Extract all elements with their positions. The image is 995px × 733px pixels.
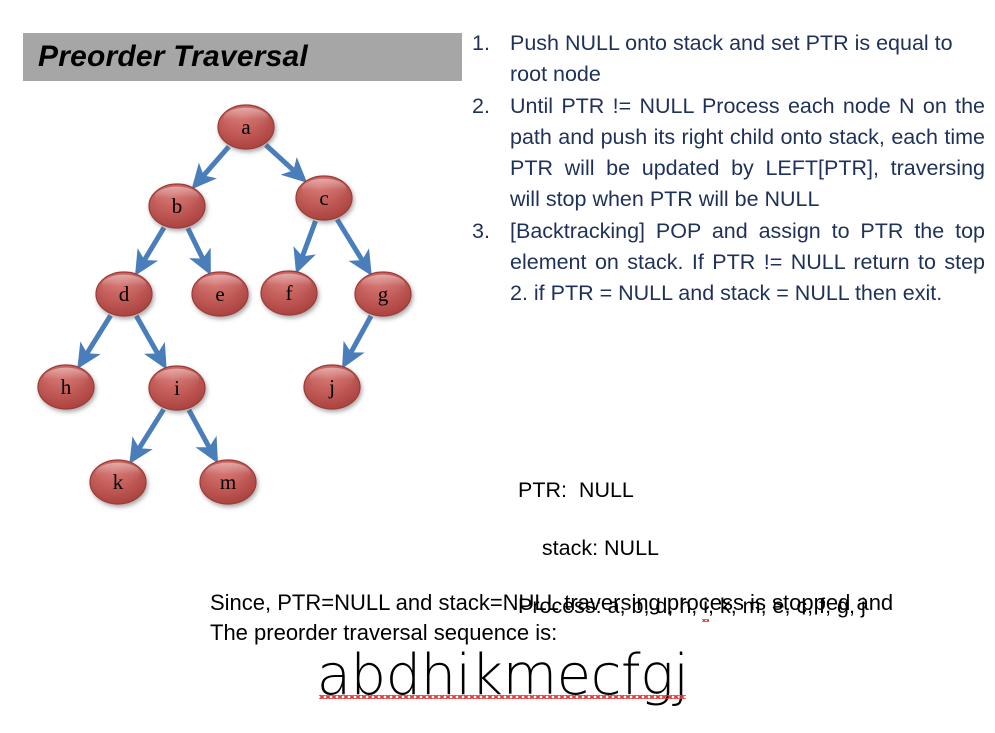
step-number: 2. — [472, 94, 490, 118]
conclusion-line-1: Since, PTR=NULL and stack=NULL traversin… — [210, 590, 894, 615]
node-highlight — [101, 274, 147, 296]
title-banner — [23, 33, 462, 81]
tree-edge-b-d — [134, 226, 167, 276]
tree-node-b[interactable]: b — [148, 183, 206, 229]
tree-node-f[interactable]: f — [260, 270, 318, 316]
tree-edge-d-h — [77, 314, 113, 369]
tree-node-a[interactable]: a — [217, 104, 275, 150]
node-highlight — [205, 462, 251, 484]
node-label: e — [215, 282, 224, 306]
node-label: i — [174, 376, 180, 400]
node-highlight — [309, 367, 355, 389]
tree-node-j[interactable]: j — [303, 364, 361, 410]
node-label: b — [172, 194, 183, 218]
algorithm-step-2: 2. Until PTR != NULL Process each node N… — [470, 91, 985, 215]
conclusion-line-2: The preorder traversal sequence is: — [210, 620, 558, 645]
tree-edge-c-g — [335, 218, 372, 276]
algorithm-step-3: 3. [Backtracking] POP and assign to PTR … — [470, 216, 985, 309]
tree-edge-b-e — [185, 227, 211, 276]
conclusion-text: Since, PTR=NULL and stack=NULL traversin… — [210, 588, 940, 648]
node-highlight — [95, 462, 141, 484]
tree-node-c[interactable]: c — [295, 175, 353, 221]
algorithm-step-1: 1. Push NULL onto stack and set PTR is e… — [470, 28, 985, 90]
step-text: [Backtracking] POP and assign to PTR the… — [510, 219, 985, 305]
stack-status-text: stack: NULL — [541, 536, 660, 560]
tree-edge-g-j — [342, 314, 374, 369]
step-text: Until PTR != NULL Process each node N on… — [510, 94, 985, 211]
tree-svg: a b c d e f g h i j k m — [37, 104, 412, 505]
node-highlight — [223, 107, 269, 129]
tree-edge-i-m — [186, 408, 218, 464]
node-highlight — [197, 274, 243, 296]
node-label: j — [328, 375, 335, 399]
step-text: Push NULL onto stack and set PTR is equa… — [510, 31, 953, 86]
process-prefix: Process: a, b, d, h, — [518, 594, 704, 618]
node-highlight — [43, 367, 89, 389]
step-number: 1. — [472, 31, 490, 55]
node-label: c — [319, 186, 328, 210]
tree-node-i[interactable]: i — [148, 365, 206, 411]
tree-edge-a-c — [264, 143, 308, 183]
traversal-status-block: PTR: NULL stack: NULL Process: a, b, d, … — [518, 476, 866, 622]
node-highlight — [360, 274, 406, 296]
node-highlight — [154, 368, 200, 390]
stack-status: stack: NULL — [518, 505, 866, 592]
preorder-sequence-result: abdhikmecfgj — [316, 643, 689, 708]
tree-node-e[interactable]: e — [191, 271, 249, 317]
node-highlight — [266, 273, 312, 295]
node-label: k — [113, 470, 124, 494]
node-label: m — [220, 470, 236, 494]
result-container: abdhikmecfgj — [0, 645, 995, 707]
binary-tree-diagram: a b c d e f g h i j k m — [0, 90, 465, 530]
page-title: Preorder Traversal — [38, 40, 308, 73]
node-label: f — [286, 281, 293, 305]
node-highlight — [301, 178, 347, 200]
node-label: g — [378, 282, 389, 306]
tree-edge-d-i — [134, 314, 167, 370]
node-highlight — [154, 186, 200, 208]
tree-node-h[interactable]: h — [37, 364, 95, 410]
step-number: 3. — [472, 219, 490, 243]
tree-node-k[interactable]: k — [89, 459, 147, 505]
process-status: Process: a, b, d, h, i, k, m, e, c, f, g… — [518, 592, 866, 622]
tree-node-d[interactable]: d — [95, 271, 153, 317]
algorithm-steps-list: 1. Push NULL onto stack and set PTR is e… — [470, 28, 985, 310]
tree-node-m[interactable]: m — [199, 459, 257, 505]
process-suffix: , k, m, e, c, f, g, j — [708, 594, 866, 618]
tree-node-layer: a b c d e f g h i j k m — [37, 104, 412, 505]
node-label: a — [241, 115, 251, 139]
node-label: d — [119, 282, 130, 306]
tree-edge-layer — [77, 143, 374, 464]
ptr-status: PTR: NULL — [518, 478, 634, 502]
tree-node-g[interactable]: g — [354, 271, 412, 317]
tree-edge-a-b — [191, 144, 231, 190]
node-label: h — [61, 375, 72, 399]
tree-edge-c-f — [293, 220, 318, 274]
process-flagged-token: i — [702, 592, 709, 622]
tree-edge-i-k — [129, 408, 166, 464]
